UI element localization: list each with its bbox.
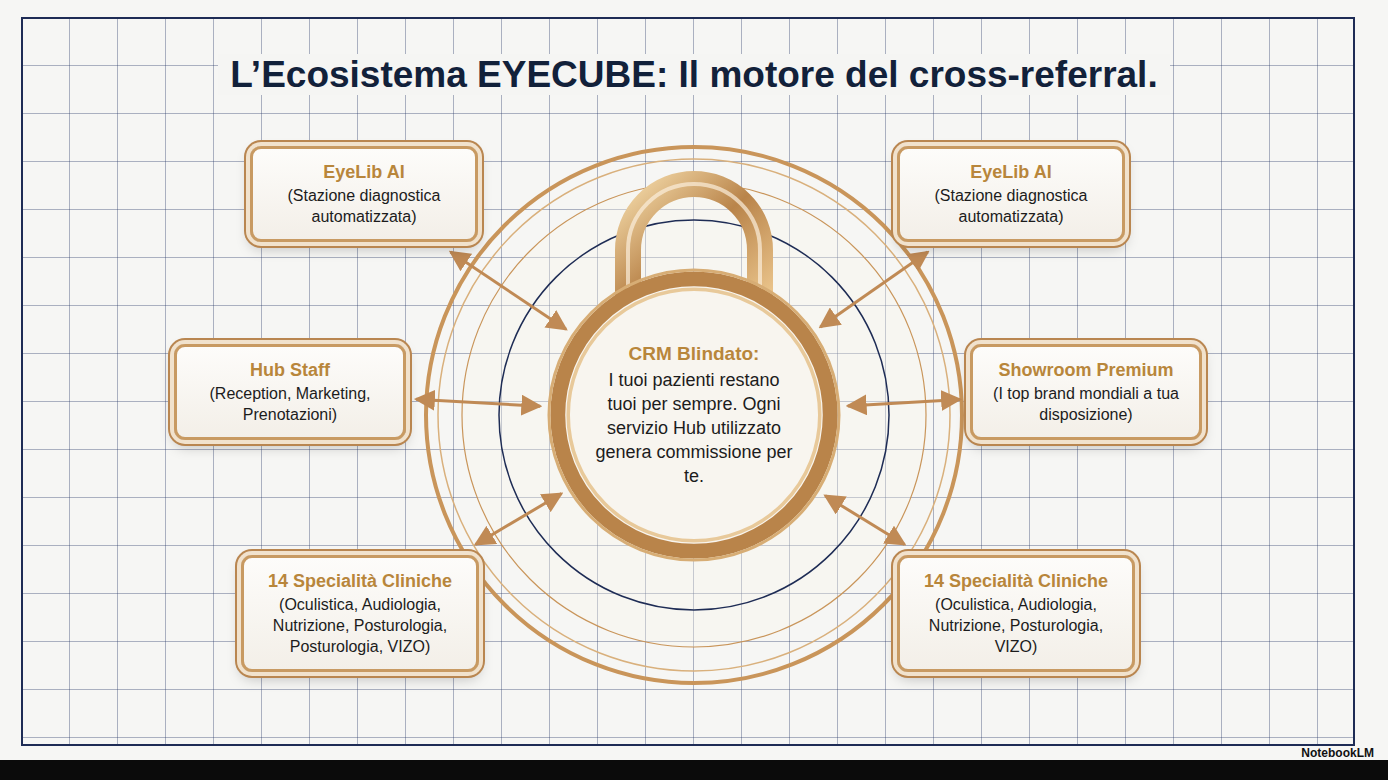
service-box: 14 Specialità Cliniche(Oculistica, Audio…: [897, 555, 1135, 672]
diagram-title: L’Ecosistema EYECUBE: Il motore del cros…: [0, 54, 1388, 96]
node-heading: EyeLib AI: [267, 161, 461, 183]
node-heading: CRM Blindato:: [629, 342, 760, 366]
node-body: (Stazione diagnostica automatizzata): [267, 185, 461, 227]
service-box: Hub Staff(Reception, Marketing, Prenotaz…: [174, 344, 406, 440]
connector: [825, 496, 904, 545]
node-heading: 14 Specialità Cliniche: [258, 570, 462, 592]
lock-circle: CRM Blindato:I tuoi pazienti restano tuo…: [546, 267, 842, 563]
node-body: (Reception, Marketing, Prenotazioni): [191, 383, 389, 425]
service-box: 14 Specialità Cliniche(Oculistica, Audio…: [241, 555, 479, 672]
node-heading: 14 Specialità Cliniche: [914, 570, 1118, 592]
connector: [451, 252, 566, 329]
node-body: (I top brand mondiali a tua disposizione…: [987, 383, 1185, 425]
node-body: (Oculistica, Audiologia, Nutrizione, Pos…: [914, 594, 1118, 657]
node-body: I tuoi pazienti restano tuoi per sempre.…: [594, 368, 794, 488]
service-box: EyeLib AI(Stazione diagnostica automatiz…: [250, 146, 478, 242]
title-text: L’Ecosistema EYECUBE: Il motore del cros…: [218, 54, 1169, 95]
node-heading: Hub Staff: [191, 359, 389, 381]
node-heading: Showroom Premium: [987, 359, 1185, 381]
node-heading: EyeLib AI: [914, 161, 1108, 183]
connector: [848, 399, 960, 406]
connector: [820, 252, 927, 327]
service-box: EyeLib AI(Stazione diagnostica automatiz…: [897, 146, 1125, 242]
lock-body: [546, 267, 842, 563]
watermark: NotebookLM: [1301, 746, 1374, 760]
node-body: (Stazione diagnostica automatizzata): [914, 185, 1108, 227]
service-box: Showroom Premium(I top brand mondiali a …: [970, 344, 1202, 440]
node-body: (Oculistica, Audiologia, Nutrizione, Pos…: [258, 594, 462, 657]
connector: [416, 399, 540, 406]
connector: [476, 494, 562, 545]
